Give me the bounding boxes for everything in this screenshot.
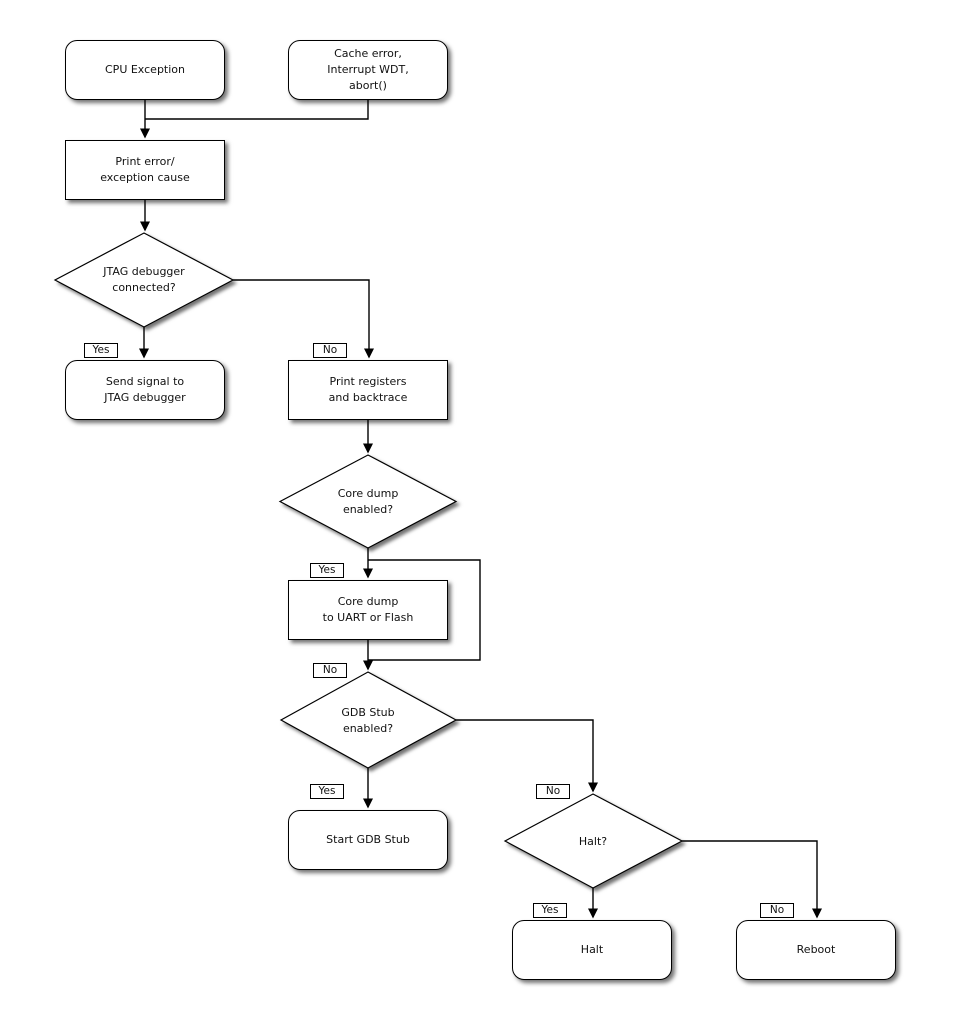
edge-label-gdb-yes: Yes <box>310 784 344 799</box>
node-core-dump: Core dump to UART or Flash <box>288 580 448 640</box>
node-print-registers: Print registers and backtrace <box>288 360 448 420</box>
edge-label-halt-no: No <box>760 903 794 918</box>
decision-gdb-stub-shape <box>279 671 458 769</box>
edge-gdb-no <box>456 719 598 793</box>
node-print-error-cause: Print error/ exception cause <box>65 140 225 200</box>
decision-halt-label: Halt? <box>578 835 608 848</box>
edge-label-jtag-no: No <box>313 343 347 358</box>
decision-jtag-connected-label: JTAG debugger connected? <box>103 265 185 294</box>
edge-label-core-dump-no: No <box>313 663 347 678</box>
edge-label-gdb-no: No <box>536 784 570 799</box>
edge-cache-merge <box>145 100 369 120</box>
node-cache-error: Cache error, Interrupt WDT, abort() <box>288 40 448 100</box>
node-halt: Halt <box>512 920 672 980</box>
edge-halt-no <box>682 840 822 919</box>
node-start-gdb-stub: Start GDB Stub <box>288 810 448 870</box>
decision-jtag-connected-shape <box>53 232 235 328</box>
decision-core-dump-shape <box>278 454 458 549</box>
node-reboot: Reboot <box>736 920 896 980</box>
decision-core-dump-label: Core dump enabled? <box>337 487 399 516</box>
decision-halt-shape <box>503 793 684 889</box>
edge-label-jtag-yes: Yes <box>84 343 118 358</box>
decision-gdb-stub-label: GDB Stub enabled? <box>341 706 395 735</box>
node-cpu-exception: CPU Exception <box>65 40 225 100</box>
edge-label-core-dump-yes: Yes <box>310 563 344 578</box>
edge-label-halt-yes: Yes <box>533 903 567 918</box>
node-send-signal-jtag: Send signal to JTAG debugger <box>65 360 225 420</box>
edge-jtag-no <box>233 279 374 359</box>
